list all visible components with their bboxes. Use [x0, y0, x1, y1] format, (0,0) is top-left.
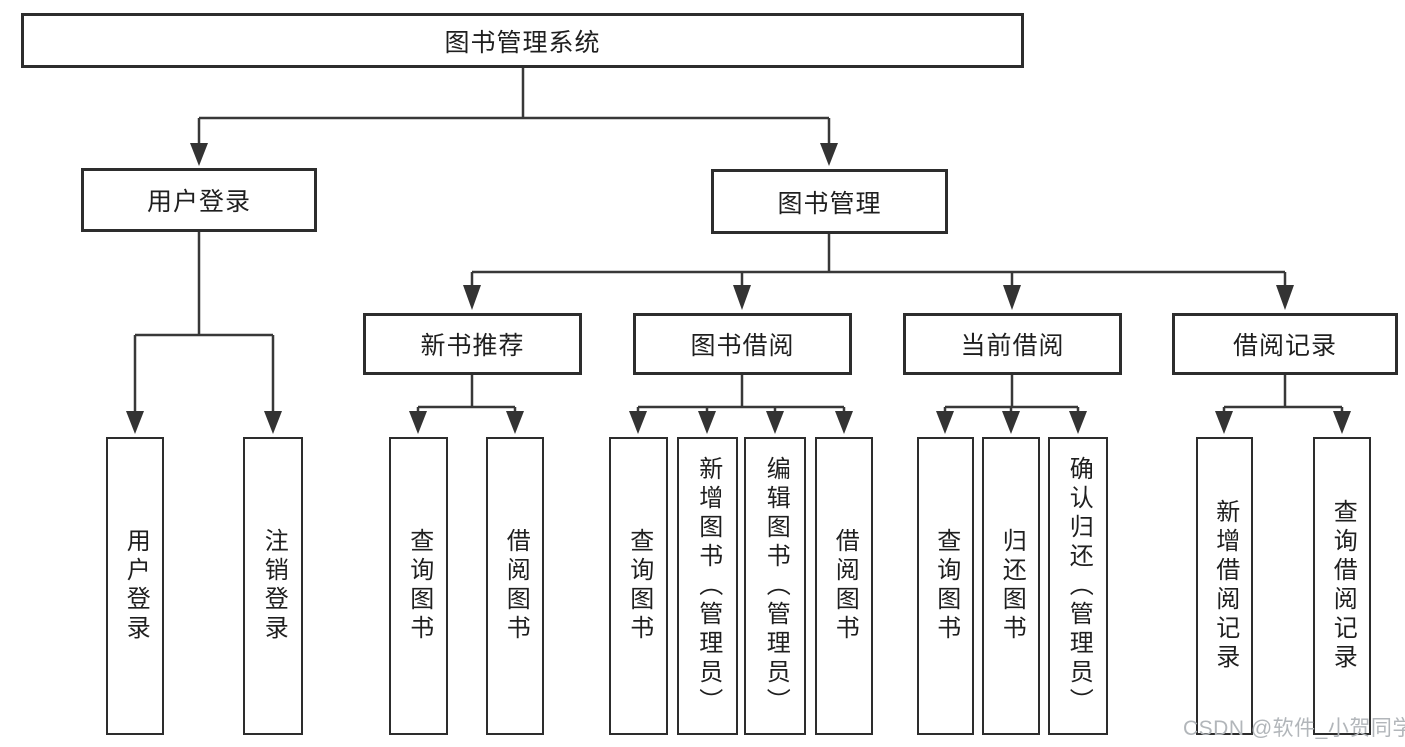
leaf-recommend-borrow-books: 借阅图书 — [486, 437, 544, 735]
arrow-down-icon — [1276, 285, 1294, 310]
leaf-recommend-query-books: 查询图书 — [389, 437, 448, 735]
node-user-login-label: 用户登录 — [146, 188, 251, 216]
node-book-borrow-label: 图书借阅 — [690, 332, 795, 360]
arrow-down-icon — [1215, 411, 1233, 434]
node-root-label: 图书管理系统 — [444, 28, 601, 57]
leaf-borrow-edit-books-label: 编辑图书（管理员） — [762, 455, 790, 717]
leaf-current-return-books-label: 归还图书 — [998, 528, 1026, 644]
leaf-user-login-label: 用户登录 — [122, 528, 150, 644]
arrow-down-icon — [835, 411, 853, 434]
arrowheads — [126, 143, 1351, 434]
leaf-borrow-add-books: 新增图书（管理员） — [677, 437, 738, 735]
leaf-borrow-edit-books: 编辑图书（管理员） — [744, 437, 806, 735]
leaf-logout-label: 注销登录 — [260, 528, 288, 644]
arrow-down-icon — [190, 143, 208, 166]
leaf-records-query-record-label: 查询借阅记录 — [1329, 499, 1357, 673]
leaf-records-add-record: 新增借阅记录 — [1196, 437, 1253, 735]
node-new-book-recommend-label: 新书推荐 — [420, 332, 525, 360]
leaf-borrow-borrow-books: 借阅图书 — [815, 437, 873, 735]
leaf-borrow-query-books: 查询图书 — [609, 437, 668, 735]
leaf-recommend-query-books-label: 查询图书 — [405, 528, 433, 644]
leaf-borrow-add-books-label: 新增图书（管理员） — [694, 455, 722, 717]
node-new-book-recommend: 新书推荐 — [363, 313, 582, 375]
arrow-down-icon — [409, 411, 427, 434]
leaf-user-login: 用户登录 — [106, 437, 164, 735]
arrow-down-icon — [1069, 411, 1087, 434]
leaf-current-return-books: 归还图书 — [982, 437, 1040, 735]
arrow-down-icon — [1333, 411, 1351, 434]
node-root: 图书管理系统 — [21, 13, 1024, 68]
arrow-down-icon — [126, 411, 144, 434]
node-book-management-label: 图书管理 — [777, 189, 882, 218]
leaf-current-query-books: 查询图书 — [917, 437, 974, 735]
node-current-borrow-label: 当前借阅 — [960, 332, 1065, 360]
node-current-borrow: 当前借阅 — [903, 313, 1122, 375]
leaf-current-query-books-label: 查询图书 — [932, 528, 960, 644]
arrow-down-icon — [629, 411, 647, 434]
arrow-down-icon — [264, 411, 282, 434]
arrow-down-icon — [506, 411, 524, 434]
arrow-down-icon — [733, 285, 751, 310]
csdn-watermark: CSDN @软件_小贺同学 — [1183, 717, 1405, 740]
node-user-login: 用户登录 — [81, 168, 317, 232]
node-borrow-records-label: 借阅记录 — [1232, 332, 1337, 360]
arrow-down-icon — [1003, 285, 1021, 310]
leaf-borrow-borrow-books-label: 借阅图书 — [831, 528, 859, 644]
node-borrow-records: 借阅记录 — [1172, 313, 1398, 375]
connector-paths — [133, 68, 1344, 414]
leaf-records-query-record: 查询借阅记录 — [1313, 437, 1371, 735]
arrow-down-icon — [766, 411, 784, 434]
node-book-management: 图书管理 — [711, 169, 948, 234]
leaf-recommend-borrow-books-label: 借阅图书 — [502, 528, 530, 644]
arrow-down-icon — [463, 285, 481, 310]
leaf-logout: 注销登录 — [243, 437, 303, 735]
arrow-down-icon — [1002, 411, 1020, 434]
node-book-borrow: 图书借阅 — [633, 313, 852, 375]
arrow-down-icon — [936, 411, 954, 434]
arrow-down-icon — [820, 143, 838, 166]
leaf-current-confirm-return: 确认归还（管理员） — [1048, 437, 1108, 735]
leaf-current-confirm-return-label: 确认归还（管理员） — [1065, 455, 1093, 717]
arrow-down-icon — [698, 411, 716, 434]
leaf-borrow-query-books-label: 查询图书 — [625, 528, 653, 644]
leaf-records-add-record-label: 新增借阅记录 — [1211, 499, 1239, 673]
